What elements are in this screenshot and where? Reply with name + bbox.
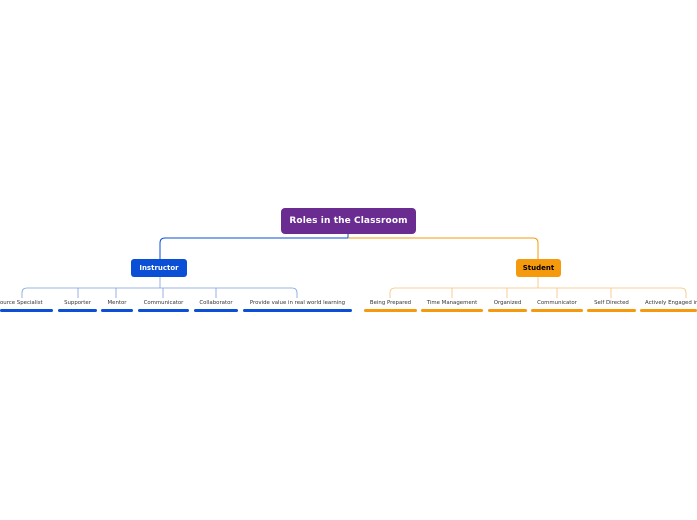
leaf-label: Collaborator [199, 300, 233, 306]
connector-student-bus [389, 277, 687, 298]
central-topic-label: Roles in the Classroom [289, 216, 408, 226]
leaf-underline [421, 309, 483, 312]
student-leaf-self-directed[interactable]: Self Directed [587, 299, 636, 312]
connector-instructor-bus [21, 277, 298, 298]
leaf-underline [58, 309, 97, 312]
instructor-leaf-real-world-learning[interactable]: Provide value in real world learning [243, 299, 352, 312]
leaf-underline [531, 309, 583, 312]
branch-instructor[interactable]: Instructor [131, 259, 187, 277]
student-leaf-time-management[interactable]: Time Management [421, 299, 483, 312]
instructor-leaf-supporter[interactable]: Supporter [58, 299, 97, 312]
central-topic[interactable]: Roles in the Classroom [281, 208, 416, 234]
branch-student-label: Student [522, 264, 555, 272]
leaf-underline [587, 309, 636, 312]
leaf-label: Resource Specialist [0, 300, 43, 306]
branch-student[interactable]: Student [516, 259, 561, 277]
leaf-label: Being Prepared [369, 300, 412, 306]
leaf-underline [243, 309, 352, 312]
leaf-underline [640, 309, 697, 312]
leaf-label: Organized [493, 300, 522, 306]
leaf-label: Communicator [537, 300, 577, 306]
leaf-underline [0, 309, 53, 312]
leaf-underline [138, 309, 189, 312]
student-leaf-communicator[interactable]: Communicator [531, 299, 583, 312]
leaf-label: Provide value in real world learning [249, 300, 346, 306]
leaf-underline [194, 309, 238, 312]
leaf-underline [101, 309, 133, 312]
leaf-label: Supporter [64, 300, 91, 306]
student-leaf-organized[interactable]: Organized [488, 299, 527, 312]
leaf-underline [364, 309, 417, 312]
connector-root-instructor [159, 234, 349, 259]
leaf-label: Mentor [107, 300, 127, 306]
student-leaf-being-prepared[interactable]: Being Prepared [364, 299, 417, 312]
instructor-leaf-collaborator[interactable]: Collaborator [194, 299, 238, 312]
connector-root-student [348, 237, 539, 259]
instructor-leaf-resource-specialist[interactable]: Resource Specialist [0, 299, 53, 312]
student-leaf-actively-engaged[interactable]: Actively Engaged in [640, 299, 697, 312]
leaf-label: Time Management [426, 300, 478, 306]
leaf-label: Actively Engaged in [645, 300, 697, 306]
leaf-underline [488, 309, 527, 312]
leaf-label: Communicator [143, 300, 184, 306]
branch-instructor-label: Instructor [139, 264, 179, 272]
leaf-label: Self Directed [594, 300, 629, 306]
instructor-leaf-mentor[interactable]: Mentor [101, 299, 133, 312]
instructor-leaf-communicator[interactable]: Communicator [138, 299, 189, 312]
